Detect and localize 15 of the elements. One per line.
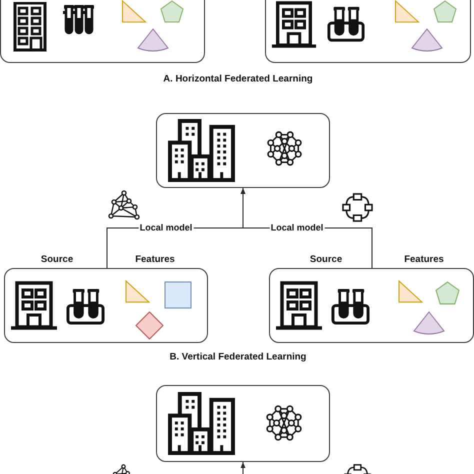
- section-caption: A. Horizontal Federated Learning: [163, 74, 313, 84]
- server-box: [156, 385, 330, 462]
- connector-arrow: [240, 462, 246, 474]
- server-box: [156, 113, 330, 188]
- edge-label: Local model: [270, 224, 324, 232]
- client-box: [269, 268, 474, 343]
- section-caption: B. Vertical Federated Learning: [170, 352, 306, 362]
- client-box: [4, 268, 208, 343]
- column-heading: Source: [40, 255, 74, 264]
- column-heading: Source: [310, 255, 342, 264]
- client-box: [0, 0, 205, 63]
- client-box: [265, 0, 471, 63]
- edge-label: Local model: [138, 224, 194, 232]
- column-heading: Features: [404, 255, 444, 264]
- column-heading: Features: [135, 255, 175, 264]
